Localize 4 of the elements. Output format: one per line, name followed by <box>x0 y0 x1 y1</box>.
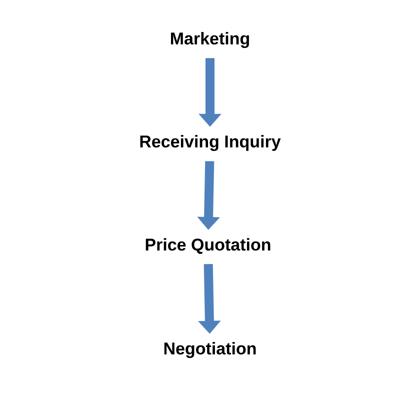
step-label: Marketing <box>171 32 249 48</box>
step-label: Price Quotation <box>146 238 270 254</box>
step-label: Negotiation <box>164 342 256 358</box>
step-label: Receiving Inquiry <box>140 135 281 151</box>
